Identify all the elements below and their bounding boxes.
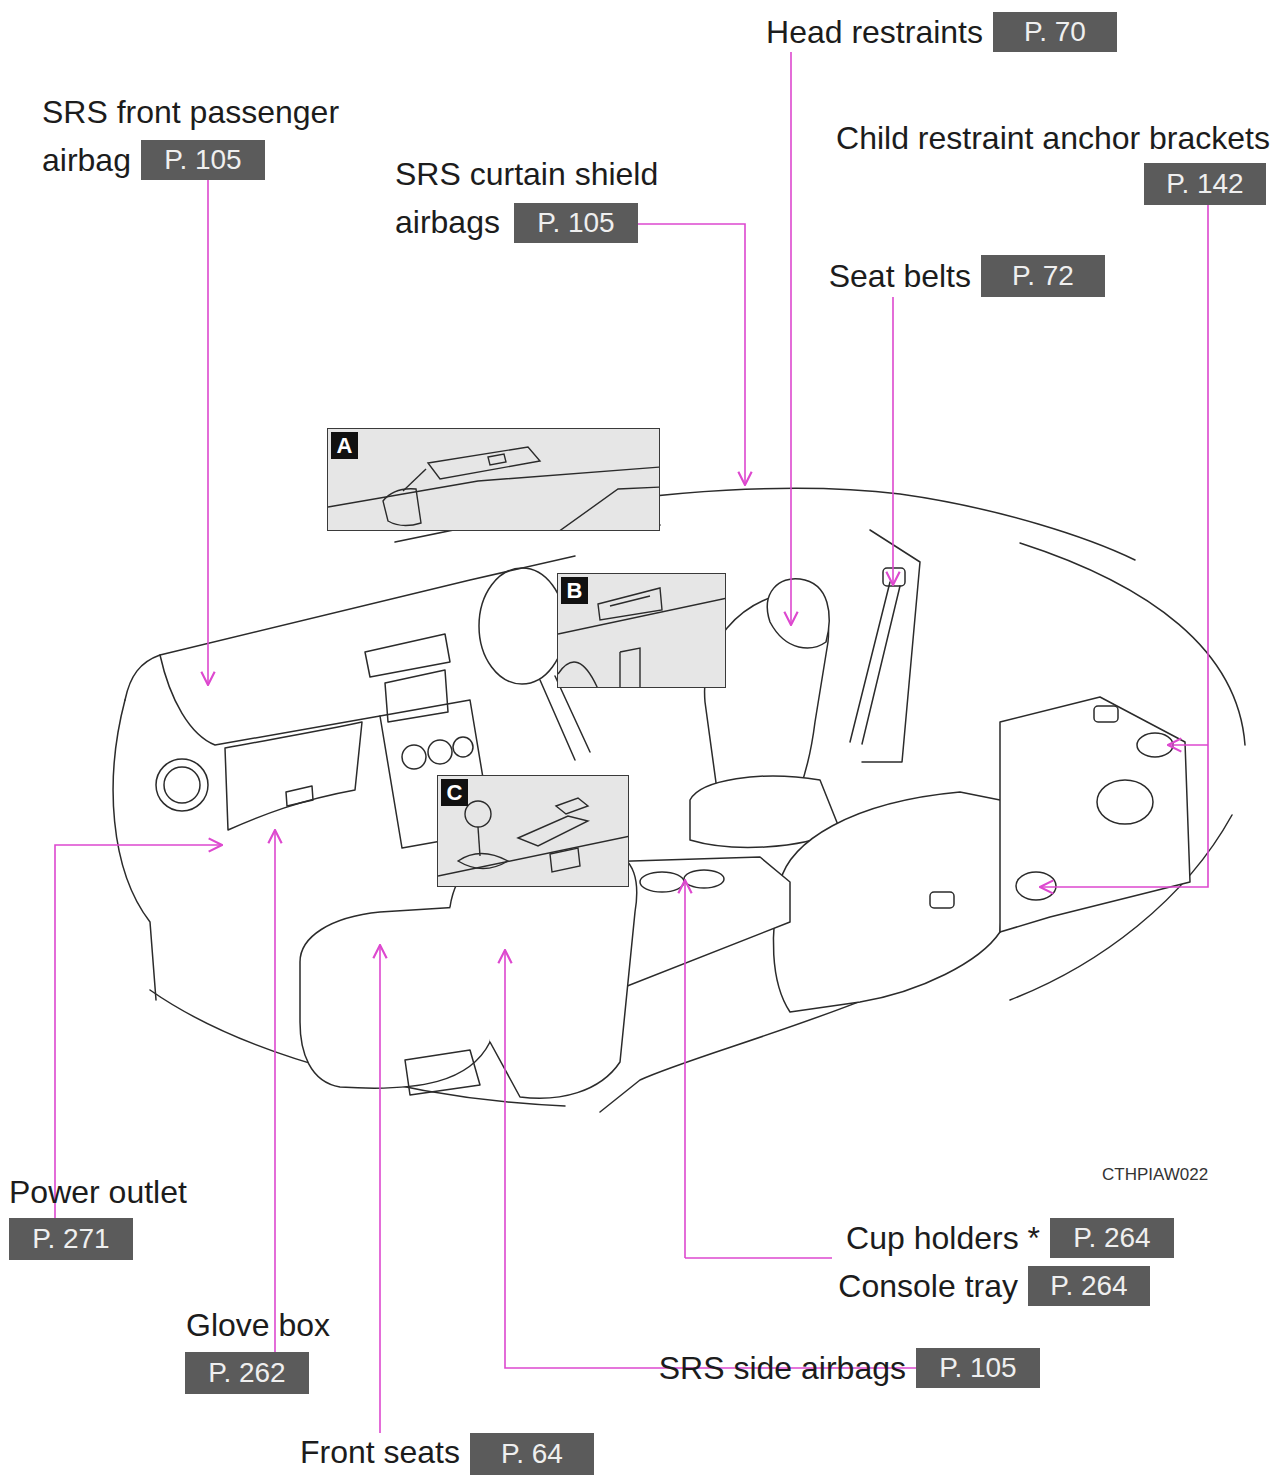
page-reference-box: Power outletP. 271: [9, 1218, 133, 1260]
control-knob: [428, 740, 452, 764]
seat-adjust-lever: [620, 648, 640, 688]
left-door-trim: [113, 700, 156, 1000]
page-number: P. 70: [993, 12, 1117, 52]
control-knob: [453, 737, 473, 757]
windshield-edge: [558, 487, 660, 531]
inset-drawing: [328, 429, 660, 531]
steering-wheel: [479, 568, 565, 684]
part-name: SRS side airbags: [659, 1348, 906, 1388]
page-reference-box: Cup holders *P. 264: [1050, 1218, 1174, 1258]
leader-line: [505, 950, 916, 1368]
part-name: Seat belts: [829, 256, 971, 296]
page-reference-box: SRS curtain shield airbagsP. 105: [514, 203, 638, 243]
cup-holder: [684, 870, 724, 888]
part-name: Front seats: [300, 1432, 460, 1472]
leader-line: [379, 945, 381, 1433]
page-number: P. 105: [141, 140, 265, 180]
page-reference-box: SRS front passenger airbagP. 105: [141, 140, 265, 180]
door-handle-lever: [610, 596, 650, 606]
mirror-stem: [403, 469, 426, 491]
part-name: Console tray: [838, 1266, 1018, 1306]
cup-holder: [640, 872, 684, 892]
page-number: P. 262: [185, 1352, 309, 1394]
inset-letter: A: [331, 432, 358, 459]
seat-lever: [405, 1050, 480, 1095]
page-reference-box: Child restraint anchor bracketsP. 142: [1144, 163, 1266, 205]
part-name: Glove box: [186, 1305, 330, 1345]
leader-line: [892, 297, 894, 585]
page-reference-box: Seat beltsP. 72: [981, 255, 1105, 297]
page-reference-box: Console trayP. 264: [1028, 1266, 1150, 1306]
anchor-bracket: [1137, 733, 1173, 757]
page-number: P. 271: [9, 1218, 133, 1260]
leader-line: [274, 830, 276, 1352]
head-restraint: [767, 579, 829, 648]
page-reference-box: Front seatsP. 64: [470, 1433, 594, 1475]
dashboard-face: [160, 655, 380, 745]
page-number: P. 64: [470, 1433, 594, 1475]
rear-belt-buckle: [1094, 706, 1118, 722]
page-reference-box: SRS side airbagsP. 105: [916, 1348, 1040, 1388]
inset-view: C: [437, 775, 629, 887]
page-number: P. 72: [981, 255, 1105, 297]
seat-belt-anchor: [883, 568, 905, 586]
b-pillar: [862, 530, 920, 762]
page-number: P. 105: [916, 1348, 1040, 1388]
rear-seat-back: [1000, 697, 1190, 932]
parking-brake-lever: [518, 816, 588, 846]
rear-view-mirror: [383, 489, 421, 526]
leader-line: [1168, 744, 1208, 746]
rear-head-restraint: [1097, 780, 1153, 824]
shift-knob: [465, 801, 491, 827]
leader-line: [790, 52, 792, 625]
side-vent: [156, 759, 208, 811]
leader-line: [55, 845, 222, 1218]
inset-view: A: [327, 428, 660, 531]
leader-line: [1040, 205, 1208, 887]
inset-letter: C: [441, 779, 468, 806]
leader-line: [207, 180, 209, 685]
leader-line: [685, 1257, 832, 1259]
page-number: P. 264: [1028, 1266, 1150, 1306]
anchor-bracket: [1016, 872, 1056, 900]
door-handle: [598, 588, 662, 620]
headliner-edge: [328, 467, 660, 507]
glove-box-handle: [286, 786, 313, 806]
steering-detail: [558, 662, 598, 688]
page-reference-box: Head restraintsP. 70: [993, 12, 1117, 52]
inset-view: B: [557, 573, 726, 688]
steering-column: [540, 676, 590, 760]
light-switch: [488, 454, 506, 465]
audio-display: [385, 670, 448, 722]
console-edge: [438, 836, 629, 876]
page-reference-box: Glove boxP. 262: [185, 1352, 309, 1394]
dashboard-top: [125, 556, 575, 700]
glove-box-lid: [225, 722, 362, 830]
part-name: Power outlet: [9, 1172, 187, 1212]
figure-code: CTHPIAW022: [1102, 1165, 1208, 1185]
page-number: P. 264: [1050, 1218, 1174, 1258]
part-name: Head restraints: [766, 12, 983, 52]
page-number: P. 142: [1144, 163, 1266, 205]
control-knob: [402, 745, 426, 769]
side-vent: [164, 767, 200, 803]
inset-letter: B: [561, 577, 588, 604]
part-name: Child restraint anchor brackets: [836, 118, 1270, 158]
overhead-light: [428, 447, 540, 479]
center-vents: [365, 634, 450, 677]
rear-seat: [773, 792, 1010, 1012]
part-name: Cup holders *: [846, 1218, 1040, 1258]
seat-belt-strap: [850, 582, 900, 744]
leader-line: [684, 880, 686, 1258]
parking-brake-grip: [556, 798, 588, 814]
shift-lever: [478, 827, 480, 856]
page-number: P. 105: [514, 203, 638, 243]
rear-belt-buckle: [930, 892, 954, 908]
